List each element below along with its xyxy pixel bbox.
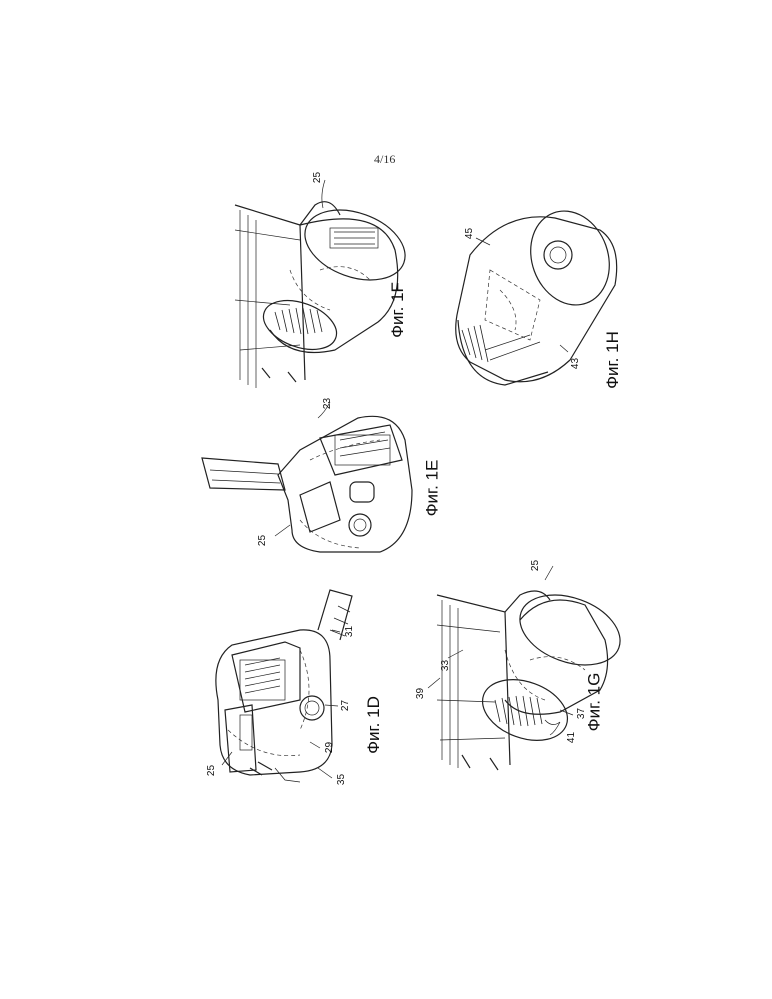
ref-45: 45 bbox=[464, 228, 475, 239]
figure-1f-caption: Фиг. 1F bbox=[388, 282, 408, 338]
ref-27: 27 bbox=[340, 700, 351, 711]
ref-35: 35 bbox=[336, 774, 347, 785]
figure-1e-caption: Фиг. 1E bbox=[422, 460, 442, 517]
figure-1d-caption: Фиг. 1D bbox=[364, 696, 384, 754]
ref-25-fig1g: 25 bbox=[530, 560, 541, 571]
ref-29: 29 bbox=[324, 742, 335, 753]
ref-23: 23 bbox=[322, 398, 333, 409]
ref-25-fig1e: 25 bbox=[257, 535, 268, 546]
ref-37: 37 bbox=[576, 708, 587, 719]
figure-1h-drawing bbox=[456, 200, 622, 385]
ref-39: 39 bbox=[415, 688, 426, 699]
ref-25-fig1f: 25 bbox=[312, 172, 323, 183]
ref-33: 33 bbox=[440, 660, 451, 671]
figure-1e-drawing bbox=[202, 416, 412, 552]
ref-31: 31 bbox=[344, 626, 355, 637]
figure-1d-drawing bbox=[216, 590, 352, 782]
figure-1g-caption: Фиг. 1G bbox=[584, 673, 604, 732]
ref-43: 43 bbox=[570, 358, 581, 369]
figure-1h-caption: Фиг. 1H bbox=[603, 331, 623, 389]
ref-25-fig1d: 25 bbox=[206, 765, 217, 776]
ref-41: 41 bbox=[566, 732, 577, 743]
